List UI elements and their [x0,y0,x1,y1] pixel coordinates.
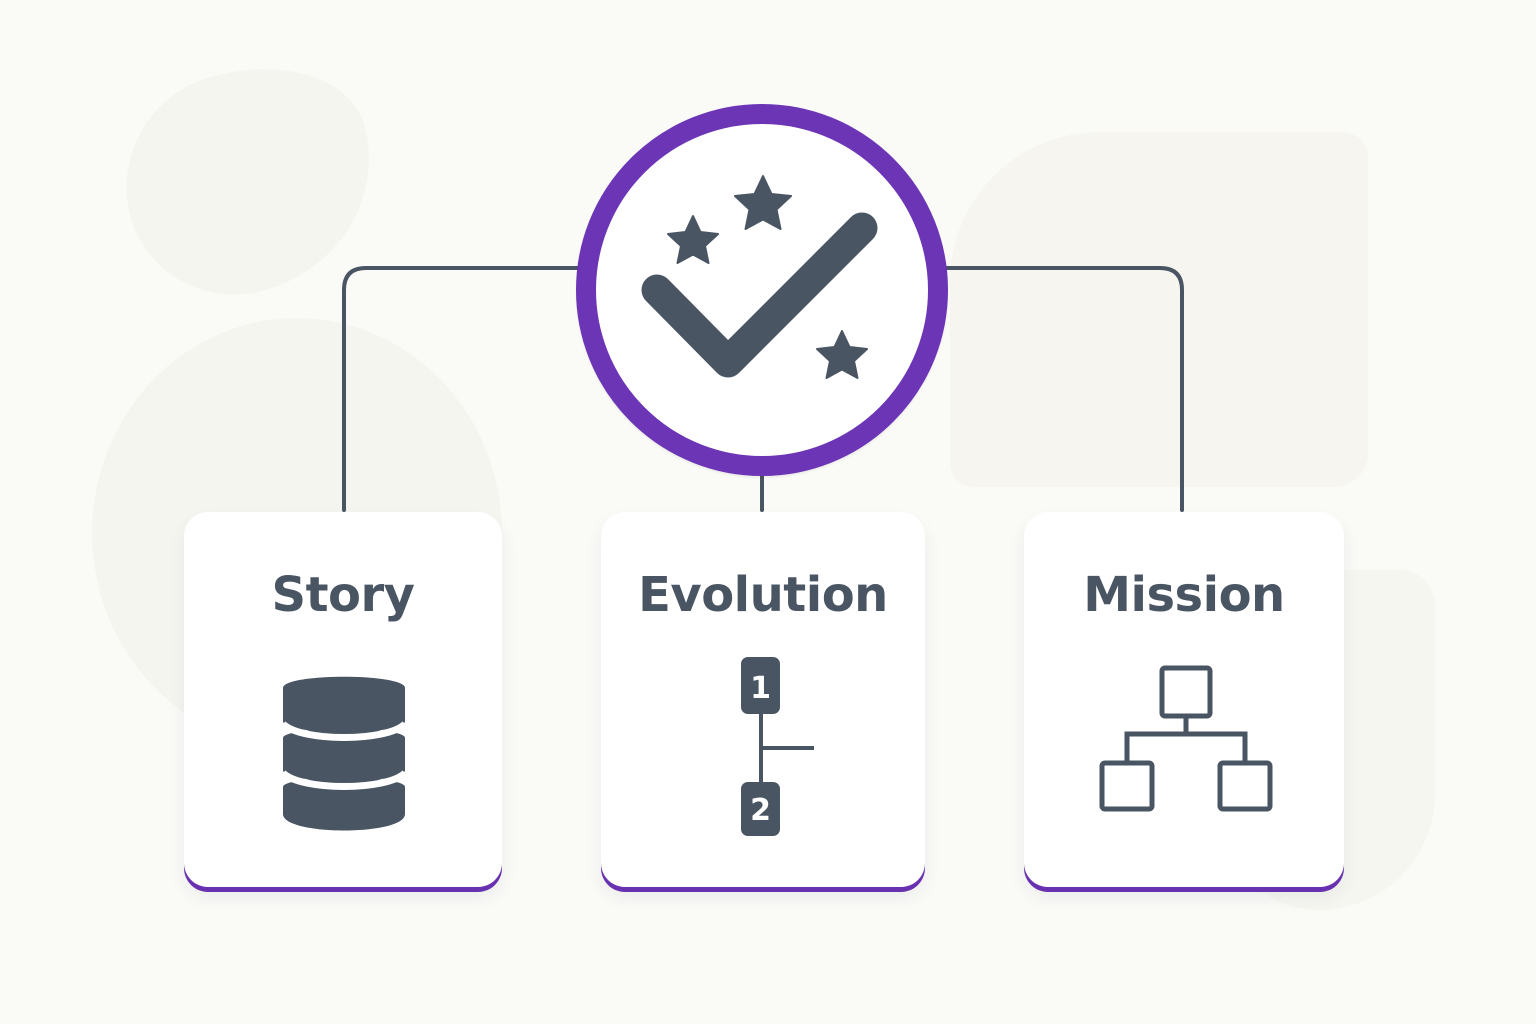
right-connector-line [942,266,1184,512]
evolution-card: Evolution 1 2 [601,512,925,887]
background-shape [950,132,1368,487]
check-with-stars-icon [641,175,878,379]
story-card: Story [184,512,502,887]
timeline-step-number: 1 [750,671,771,706]
org-chart-icon [1099,665,1273,812]
central-hub [576,104,948,476]
star-icon [734,175,792,230]
numbered-timeline-icon: 1 2 [741,657,814,836]
story-title: Story [271,567,415,623]
star-icon [667,215,719,264]
left-connector-line [342,266,582,512]
mission-card: Mission [1024,512,1344,887]
mission-title: Mission [1083,567,1285,623]
database-icon [281,676,407,831]
star-icon [816,330,868,379]
evolution-title: Evolution [638,567,888,623]
timeline-step-number: 2 [750,793,771,828]
